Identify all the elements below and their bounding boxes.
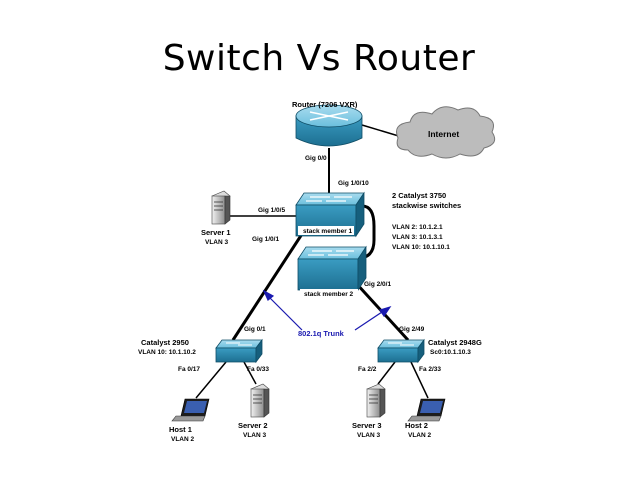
stack-port-router: Gig 1/0/10 [338, 180, 369, 187]
stack-member-1-label: stack member 1 [303, 228, 353, 235]
router-name: Router (7206 VXR) [292, 100, 358, 109]
server-3-vlan: VLAN 3 [357, 432, 381, 439]
server-1-name: Server 1 [201, 228, 231, 237]
cat2950-port-a: Fa 0/17 [178, 366, 200, 373]
catalyst-2950-switch-icon [215, 338, 263, 364]
stack-vlan-3: VLAN 10: 10.1.10.1 [392, 244, 450, 251]
link-stack-cat2950 [231, 233, 304, 341]
internet-label: Internet [428, 129, 459, 139]
stack-port-left: Gig 1/0/1 [252, 236, 279, 243]
cat2950-info: VLAN 10: 10.1.10.2 [138, 349, 196, 356]
stack-member-1-switch-icon [295, 191, 365, 238]
cat2948-port-b: Fa 2/33 [419, 366, 441, 373]
host-1-laptop-icon [171, 398, 210, 422]
link-cat2950-host1 [195, 361, 227, 399]
cat2948-name: Catalyst 2948G [428, 338, 482, 347]
server-3-icon [366, 383, 386, 418]
host-2-laptop-icon [407, 398, 446, 422]
cat2950-port-up: Gig 0/1 [244, 326, 266, 333]
host-2-vlan: VLAN 2 [408, 432, 432, 439]
trunk-label: 802.1q Trunk [298, 329, 345, 338]
cat2948-info: Sc0:10.1.10.3 [430, 349, 471, 356]
trunk-annotation [262, 289, 392, 331]
cat2948-port-a: Fa 2/2 [358, 366, 377, 373]
router-icon [295, 104, 363, 147]
host-1-vlan: VLAN 2 [171, 436, 195, 443]
catalyst-2948g-switch-icon [377, 338, 425, 364]
link-cat2948-host2 [410, 361, 429, 399]
server-1-vlan: VLAN 3 [205, 239, 229, 246]
server-2-vlan: VLAN 3 [243, 432, 267, 439]
router-port: Gig 0/0 [305, 155, 327, 162]
internet-cloud [396, 106, 496, 159]
server-2-icon [250, 383, 270, 418]
stack-port-server: Gig 1/0/5 [258, 207, 285, 214]
stack-vlan-1: VLAN 2: 10.1.2.1 [392, 224, 443, 231]
server-2-name: Server 2 [238, 421, 268, 430]
server-3-name: Server 3 [352, 421, 382, 430]
cat2950-name: Catalyst 2950 [141, 338, 189, 347]
stack-port-right: Gig 2/0/1 [364, 281, 391, 288]
host-1-name: Host 1 [169, 425, 192, 434]
host-2-name: Host 2 [405, 421, 428, 430]
link-cat2948-server3 [377, 361, 396, 385]
server-1-icon [211, 190, 231, 225]
stack-title-line2: stackwise switches [392, 201, 461, 210]
stack-member-2-label: stack member 2 [304, 291, 354, 298]
link-cat2950-server2 [243, 361, 257, 385]
stack-vlan-2: VLAN 3: 10.1.3.1 [392, 234, 443, 241]
links [195, 124, 429, 399]
link-router-internet [361, 124, 403, 138]
cat2948-port-up: Gig 2/49 [399, 326, 425, 333]
cat2950-port-b: Fa 0/33 [247, 366, 269, 373]
stack-member-2-switch-icon [297, 245, 367, 298]
stack-title-line1: 2 Catalyst 3750 [392, 191, 446, 200]
slide-title: Switch Vs Router [162, 38, 476, 79]
